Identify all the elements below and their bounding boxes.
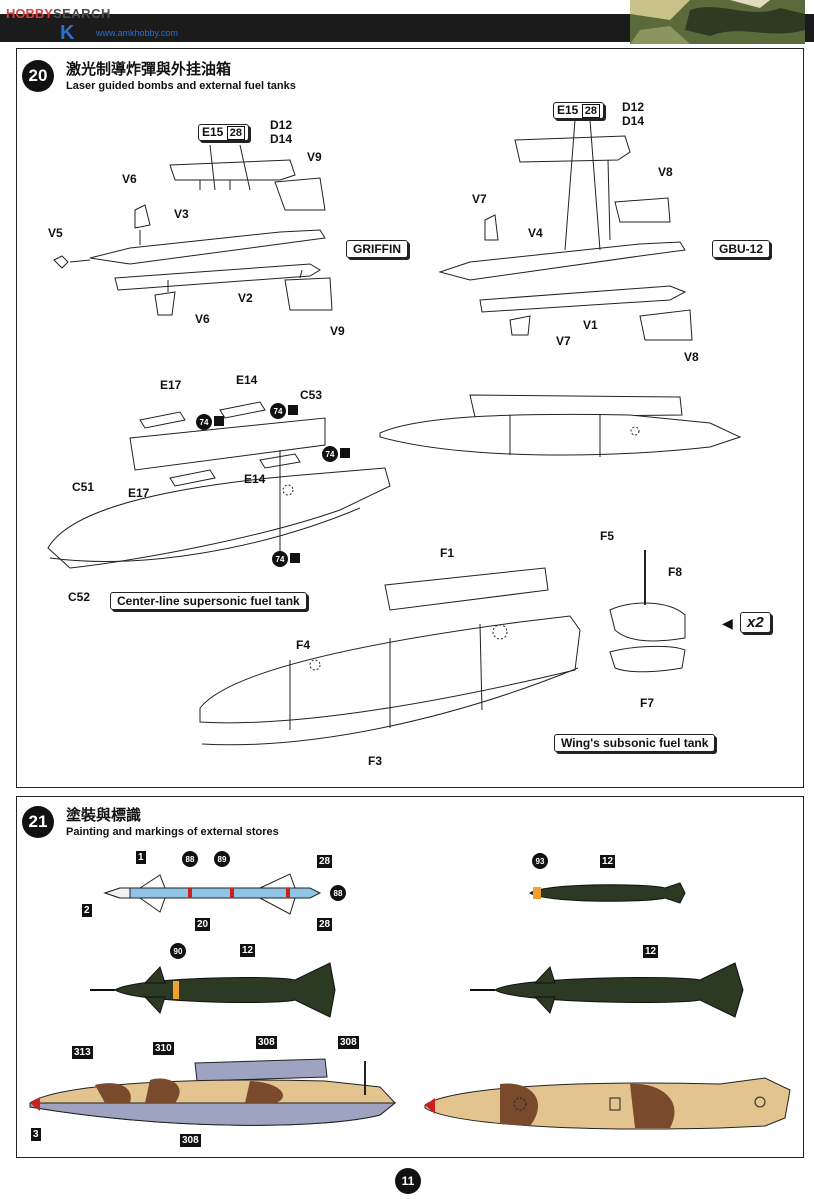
griffin-v6-bottom-label: V6	[195, 312, 210, 326]
paint-74-callout-1: 74	[196, 414, 212, 430]
griffin-v2-label: V2	[238, 291, 253, 305]
centerline-tank-assembled	[379, 394, 742, 457]
wing-title-box: Wing's subsonic fuel tank	[554, 734, 716, 752]
step-20-title-en: Laser guided bombs and external fuel tan…	[66, 80, 296, 92]
centerline-e17-bottom-label: E17	[128, 486, 150, 500]
small-bomb-mark-93: 93	[532, 853, 548, 869]
paint-74-callout-3: 74	[322, 446, 338, 462]
griffin-mark-88a: 88	[182, 851, 198, 867]
small-bomb-mark-12: 12	[600, 855, 616, 868]
griffin-v9-bottom-label: V9	[330, 324, 345, 338]
step-20-badge: 20	[22, 60, 54, 92]
corner-logo: K	[60, 22, 75, 44]
paint-74-callout-2: 74	[270, 403, 286, 419]
griffin-d14-label: D14	[270, 132, 293, 146]
griffin-mark-2: 2	[82, 904, 92, 917]
bomb-right-mark-12: 12	[643, 945, 659, 958]
tank-left-mark-310: 310	[153, 1042, 174, 1055]
griffin-d12-label: D12	[270, 118, 293, 132]
tank-left-mark-308a: 308	[256, 1036, 277, 1049]
tank-left-mark-3: 3	[31, 1128, 41, 1141]
paint-swatch-1	[214, 416, 224, 426]
tank-painted-left	[29, 1058, 397, 1126]
bomb-left-mark-90: 90	[170, 943, 186, 959]
gbu12-d12-label: D12	[622, 100, 645, 114]
gbu12-v8-bottom-label: V8	[684, 350, 699, 364]
watermark-url: www.amkhobby.com	[96, 28, 178, 38]
page-number: 11	[395, 1168, 421, 1194]
griffin-mark-20: 20	[195, 918, 211, 931]
griffin-title-box: GRIFFIN	[346, 240, 408, 258]
paint-74-callout-4: 74	[272, 551, 288, 567]
watermark: HOBBYSEARCH	[6, 6, 111, 21]
gbu12-drawing	[438, 119, 693, 341]
wing-f1-label: F1	[440, 546, 455, 560]
griffin-v9-top-label: V9	[307, 150, 322, 164]
wing-f8-label: F8	[668, 565, 683, 579]
tank-painted-right	[424, 1077, 791, 1130]
wing-f5-label: F5	[600, 529, 615, 543]
centerline-e17-top-label: E17	[160, 378, 182, 392]
griffin-mark-28b: 28	[317, 918, 333, 931]
gbu12-v1-label: V1	[583, 318, 598, 332]
bomb-left-mark-12: 12	[240, 944, 256, 957]
gbu12-v7-bottom-label: V7	[556, 334, 571, 348]
griffin-v3-label: V3	[174, 207, 189, 221]
centerline-c52-label: C52	[68, 590, 91, 604]
griffin-mark-1: 1	[136, 851, 146, 864]
bomb-right-painted	[470, 962, 744, 1018]
griffin-v5-label: V5	[48, 226, 63, 240]
wing-f7-label: F7	[640, 696, 655, 710]
wing-multiplier-box: x2	[740, 612, 771, 633]
camouflage-strip	[630, 0, 805, 44]
step-21-title-en: Painting and markings of external stores	[66, 826, 279, 838]
gbu12-v4-label: V4	[528, 226, 543, 240]
step-20-title-zh: 激光制導炸彈與外挂油箱	[66, 60, 232, 78]
step-21-title-zh: 塗裝與標識	[66, 806, 142, 824]
gbu12-d14-label: D14	[622, 114, 645, 128]
centerline-e14-bottom-label: E14	[244, 472, 266, 486]
tank-left-mark-308b: 308	[338, 1036, 359, 1049]
wing-f3-label: F3	[368, 754, 383, 768]
step-21-badge: 21	[22, 806, 54, 838]
x2-arrow-icon: ◀	[722, 615, 733, 631]
wing-f4-label: F4	[296, 638, 311, 652]
centerline-c51-label: C51	[72, 480, 95, 494]
centerline-c53-label: C53	[300, 388, 323, 402]
centerline-e14-top-label: E14	[236, 373, 258, 387]
paint-swatch-3	[340, 448, 350, 458]
centerline-tank-drawing	[47, 401, 391, 569]
gbu12-v8-top-label: V8	[658, 165, 673, 179]
small-bomb-painted	[529, 882, 686, 904]
griffin-mark-88b: 88	[330, 885, 346, 901]
griffin-painted	[103, 873, 322, 915]
bomb-left-painted	[90, 962, 336, 1018]
griffin-e15-label: E15 28	[198, 124, 249, 141]
gbu12-v7-top-label: V7	[472, 192, 487, 206]
griffin-mark-89: 89	[214, 851, 230, 867]
griffin-drawing	[53, 144, 333, 316]
tank-left-mark-308c: 308	[180, 1134, 201, 1147]
tank-left-mark-313: 313	[72, 1046, 93, 1059]
wing-tank-drawing	[199, 550, 686, 746]
header-band: HOBBYSEARCH www.amkhobby.com K	[0, 0, 814, 44]
gbu12-e15-label: E15 28	[553, 102, 604, 119]
gbu12-title-box: GBU-12	[712, 240, 771, 258]
centerline-title-box: Center-line supersonic fuel tank	[110, 592, 307, 610]
paint-swatch-2	[288, 405, 298, 415]
griffin-mark-28a: 28	[317, 855, 333, 868]
paint-swatch-4	[290, 553, 300, 563]
griffin-v6-top-label: V6	[122, 172, 137, 186]
